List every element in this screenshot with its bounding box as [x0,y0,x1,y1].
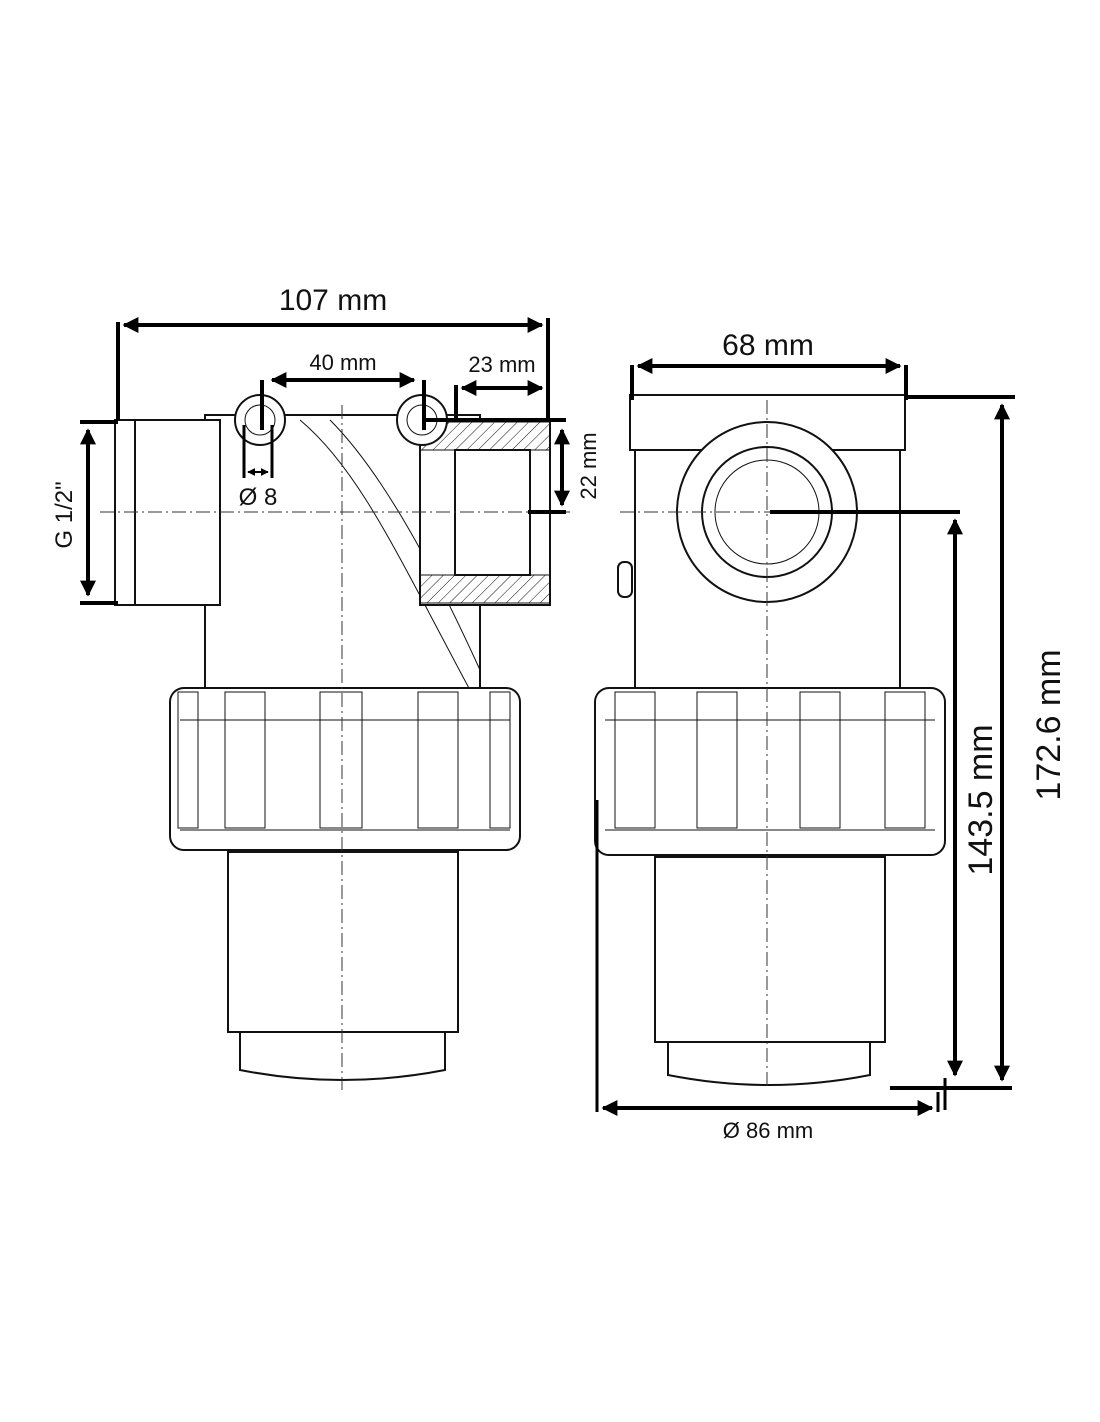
dim-hole: Ø 8 [239,484,278,511]
dim-thread: G 1/2" [51,481,78,548]
dim-40: 40 mm [309,350,376,375]
front-view [594,394,960,1090]
dim-172: 172.6 mm [1030,649,1068,800]
dim-143: 143.5 mm [962,724,1000,875]
front-knob [617,561,633,598]
nut-ribs [177,691,511,829]
dim-22: 22 mm [576,432,601,499]
front-nut-ring [594,687,946,856]
dim-107: 107 mm [279,284,387,317]
front-bowl [654,856,886,1043]
side-nut-ring [169,687,521,851]
side-bowl [227,851,459,1033]
dimensions: 107 mm 40 mm 23 mm 22 mm G 1/2" Ø 8 68 m… [51,284,1068,1143]
side-body-contour [299,419,471,691]
dim-68: 68 mm [722,329,814,362]
side-view [100,394,570,1090]
dim-86: Ø 86 mm [723,1118,813,1143]
dim-23: 23 mm [468,352,535,377]
